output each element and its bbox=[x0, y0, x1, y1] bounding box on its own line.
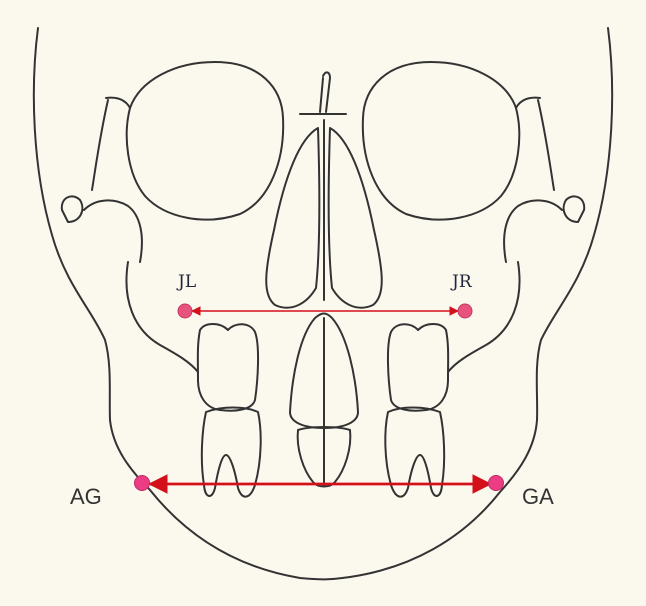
jl-label: JL bbox=[178, 272, 196, 292]
jr-label: JR bbox=[452, 272, 472, 292]
jl-landmark-point bbox=[178, 304, 192, 318]
jr-landmark-point bbox=[458, 304, 472, 318]
ag-label: AG bbox=[70, 484, 102, 510]
ga-label: GA bbox=[522, 484, 554, 510]
ag-landmark-point bbox=[135, 476, 150, 491]
ga-landmark-point bbox=[489, 476, 504, 491]
